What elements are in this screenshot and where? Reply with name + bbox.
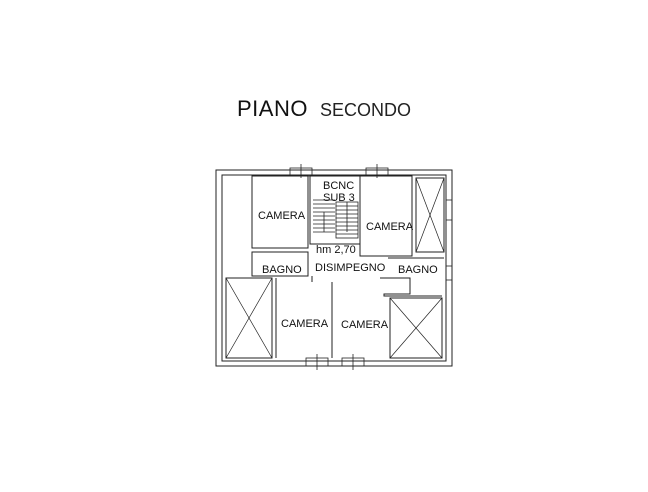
void-bottom-right <box>389 297 443 359</box>
room-label-camera: CAMERA <box>258 210 306 222</box>
wall-camera-top-right <box>359 175 413 257</box>
room-label-camera: CAMERA <box>341 319 389 331</box>
void-left <box>225 277 273 359</box>
room-label-camera: CAMERA <box>281 318 329 330</box>
room-label-sub: SUB 3 <box>323 192 355 204</box>
windows <box>289 164 453 370</box>
room-label-bcnc: BCNC <box>323 180 355 192</box>
wall-camera-top-left <box>251 175 309 249</box>
room-label-camera: CAMERA <box>366 221 414 233</box>
void-top-right <box>415 177 445 253</box>
ceiling-height-label: hm 2,70 <box>316 244 356 256</box>
room-label-bagno: BAGNO <box>262 264 302 276</box>
staircase <box>313 199 359 239</box>
wall-bagno-left <box>251 251 309 277</box>
room-label-disimpegno: DISIMPEGNO <box>315 262 386 274</box>
title-word-piano: PIANO <box>237 96 308 121</box>
title-word-secondo: SECONDO <box>319 100 411 120</box>
plan-title: PIANO SECONDO <box>0 96 648 122</box>
room-label-bagno: BAGNO <box>398 264 438 276</box>
